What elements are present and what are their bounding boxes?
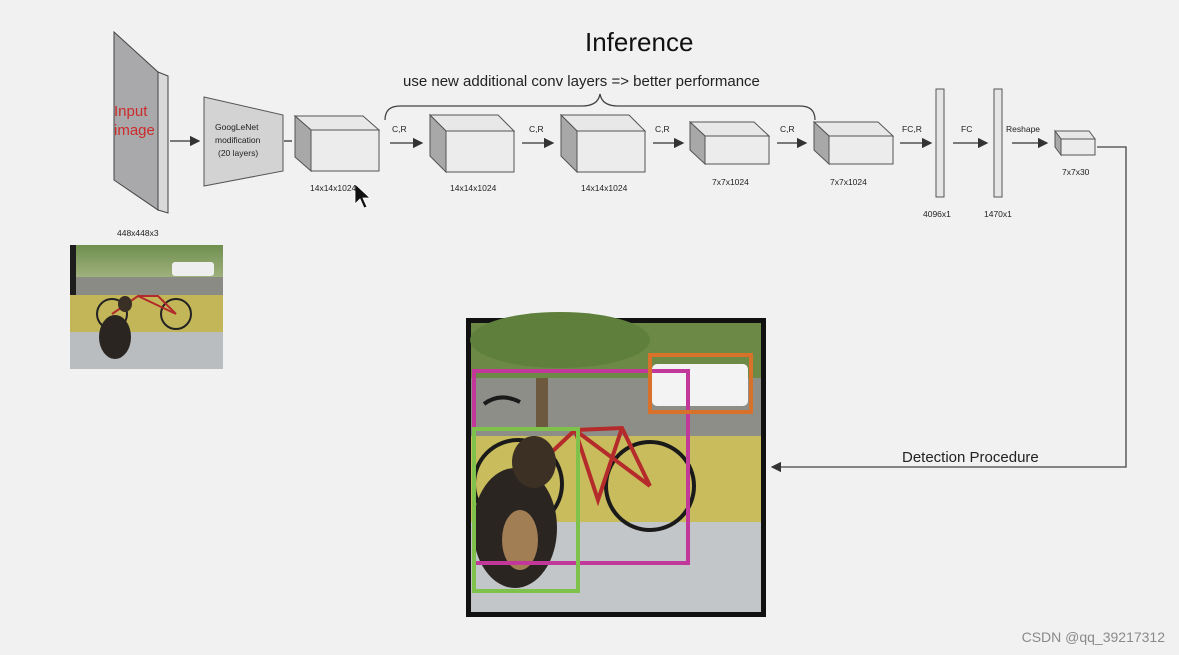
block4-dims-label: 7x7x1024 — [712, 177, 749, 187]
fc-layer-1470 — [993, 88, 1003, 198]
fc1-dims-label: 4096x1 — [923, 209, 951, 219]
block5-dims-label: 7x7x1024 — [830, 177, 867, 187]
arrow-label-cr-2: C,R — [529, 124, 544, 134]
csdn-watermark: CSDN @qq_39217312 — [1021, 629, 1165, 645]
googlenet-label-line2: modification — [215, 135, 261, 145]
conv-block-3 — [559, 113, 647, 174]
block3-dims-label: 14x14x1024 — [581, 183, 628, 193]
fc-layer-4096 — [935, 88, 945, 198]
diagram-title: Inference — [585, 27, 694, 57]
detection-connector — [770, 146, 1127, 473]
input-image-slab — [113, 30, 169, 214]
detection-procedure-label: Detection Procedure — [902, 449, 1039, 466]
arrow-label-cr-3: C,R — [655, 124, 670, 134]
googlenet-label-line3: (20 layers) — [218, 148, 258, 158]
conv-block-2 — [428, 113, 516, 174]
bbox-dog — [472, 427, 580, 593]
input-label-line1: Input — [114, 103, 148, 120]
mouse-cursor-icon — [354, 183, 372, 209]
googlenet-label-line1: GoogLeNet — [215, 122, 259, 132]
input-label-line2: image — [114, 122, 155, 139]
arrow-label-cr-4: C,R — [780, 124, 795, 134]
googlenet-trapezoid — [203, 96, 284, 187]
conv-layers-brace — [384, 93, 816, 121]
arrow-label-fcr: FC,R — [902, 124, 922, 134]
detection-result-photo — [466, 312, 766, 617]
arrow-label-reshape: Reshape — [1006, 124, 1040, 134]
output-tensor-box — [1054, 129, 1096, 157]
conv-block-1 — [293, 114, 381, 173]
arrow-label-fc: FC — [961, 124, 972, 134]
diagram-subtitle: use new additional conv layers => better… — [403, 73, 760, 90]
block2-dims-label: 14x14x1024 — [450, 183, 497, 193]
input-dims-label: 448x448x3 — [117, 228, 159, 238]
fc2-dims-label: 1470x1 — [984, 209, 1012, 219]
conv-block-5 — [812, 120, 895, 166]
bbox-car — [648, 353, 753, 414]
conv-block-4 — [688, 120, 771, 166]
input-photo-thumbnail — [70, 245, 223, 369]
arrow-label-cr-1: C,R — [392, 124, 407, 134]
block1-dims-label: 14x14x1024 — [310, 183, 357, 193]
output-dims-label: 7x7x30 — [1062, 167, 1090, 177]
